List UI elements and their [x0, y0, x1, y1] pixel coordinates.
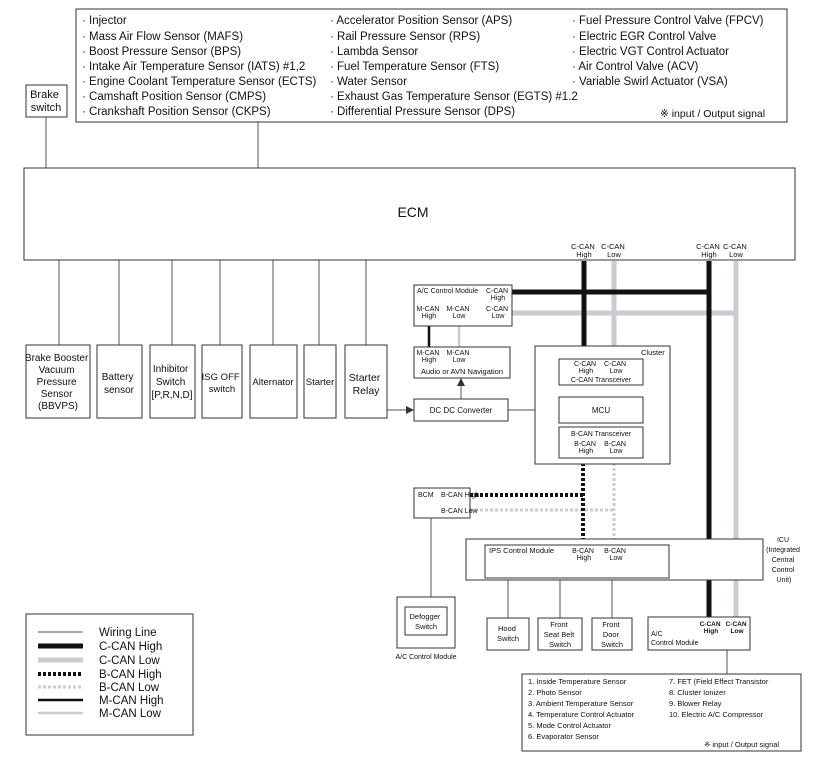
starter-relay-box: Starter Relay	[344, 344, 388, 419]
svg-text:IPS Control Module: IPS Control Module	[489, 546, 554, 555]
bcm-box: BCM B-CAN High B-CAN Low	[413, 487, 479, 519]
svg-text:C-CAN Low: C-CAN Low	[726, 621, 749, 635]
svg-text:C-CAN High: C-CAN High	[700, 621, 723, 635]
ac-control-module-bottom: C-CAN High C-CAN Low A/C Control Module	[647, 616, 751, 651]
svg-text:Cluster: Cluster	[641, 348, 665, 357]
svg-text:Brake switch: Brake switch	[30, 89, 62, 114]
svg-text:M-CAN Low: M-CAN Low	[447, 350, 472, 364]
svg-text:Defogger Switch: Defogger Switch	[410, 612, 443, 631]
icu-label: ICU (Integrated Central Control Unit)	[766, 537, 802, 584]
svg-text:C-CAN High: C-CAN High	[486, 288, 510, 302]
svg-text:B-CAN High: B-CAN High	[574, 441, 598, 455]
svg-text:Audio or AVN Navigation: Audio or AVN Navigation	[421, 367, 503, 376]
svg-text:Hood Switch: Hood Switch	[497, 624, 519, 643]
svg-text:Wiring Line C-CAN High: Wiring Line C-CAN High C-CAN Low B-CAN H…	[99, 627, 167, 720]
svg-text:Alternator: Alternator	[252, 377, 293, 388]
signal-list-note: ※ input / Output signal	[660, 108, 765, 120]
svg-text:BCM: BCM	[418, 492, 434, 499]
audio-avn-box: M-CAN High M-CAN Low Audio or AVN Naviga…	[413, 346, 511, 379]
svg-text:1. Inside Temperature Sensor: 1. Inside Temperature Sensor 2. Photo Se…	[528, 677, 636, 741]
brake-booster-box: Brake Booster Vacuum Pressure Sensor (BB…	[25, 344, 91, 419]
ac-signal-list-box: 1. Inside Temperature Sensor 2. Photo Se…	[521, 673, 802, 752]
ecm-ccan-low-1: C-CAN Low	[601, 242, 627, 259]
svg-text:MCU: MCU	[592, 406, 610, 415]
icu-box: IPS Control Module B-CAN High B-CAN Low …	[465, 537, 802, 584]
svg-text:C-CAN Transceiver: C-CAN Transceiver	[571, 377, 632, 384]
svg-text:Front Door Switch: Front Door Switch	[601, 620, 623, 649]
signal-list-col3: · Fuel Pressure Control Valve (FPCV) · E…	[572, 15, 767, 88]
inhibitor-switch-box: Inhibitor Switch [P,R,N,D]	[149, 344, 196, 419]
svg-text:C-CAN Low: C-CAN Low	[604, 361, 628, 375]
starter-box: Starter	[303, 344, 337, 419]
svg-text:DC DC Converter: DC DC Converter	[430, 406, 493, 415]
legend: Wiring Line C-CAN High C-CAN Low B-CAN H…	[25, 613, 194, 736]
svg-text:B-CAN Low: B-CAN Low	[604, 441, 628, 455]
cluster-box: Cluster C-CAN High C-CAN Low C-CAN Trans…	[534, 345, 671, 465]
svg-text:Front Seat Belt Sw: Front Seat Belt Switch	[544, 620, 577, 649]
ac-control-module-top: A/C Control Module C-CAN High M-CAN High…	[413, 284, 513, 327]
isg-off-switch-box: ISG OFF switch	[201, 344, 243, 419]
signal-list-col1: · Injector · Mass Air Flow Sensor (MAFS)…	[82, 15, 320, 118]
svg-text:Battery sensor: Battery sensor	[102, 372, 136, 396]
ecm-ccan-low-2: C-CAN Low	[723, 242, 749, 259]
svg-text:C-CAN Low: C-CAN Low	[486, 306, 510, 320]
svg-text:※ input / Output signal: ※ input / Output signal	[704, 740, 779, 749]
dc-dc-converter-box: DC DC Converter	[413, 398, 509, 422]
svg-text:B-CAN High: B-CAN High	[441, 492, 479, 499]
signal-list-col2: · Accelerator Position Sensor (APS) · Ra…	[330, 15, 581, 118]
svg-text:Starter: Starter	[306, 377, 335, 388]
svg-text:A/C Control Module: A/C Control Module	[651, 631, 699, 647]
ecm-ccan-high-2: C-CAN High	[696, 242, 722, 259]
signal-list-box: · Injector · Mass Air Flow Sensor (MAFS)…	[75, 8, 788, 123]
ecm-box: ECM C-CAN High C-CAN Low C-CAN High C-CA…	[23, 167, 796, 261]
brake-switch-box: Brake switch	[25, 84, 68, 118]
hood-switch-box: Hood Switch	[486, 617, 530, 651]
front-door-switch-box: Front Door Switch	[591, 617, 633, 651]
svg-text:B-CAN High: B-CAN High	[572, 548, 596, 562]
svg-text:B-CAN Low: B-CAN Low	[441, 508, 479, 515]
defogger-switch-box: Defogger Switch A/C Control Module	[395, 596, 457, 661]
svg-text:Brake Booster Vacuum: Brake Booster Vacuum Pressure Sensor (BB…	[25, 353, 91, 412]
svg-text:C-CAN High: C-CAN High	[574, 361, 598, 375]
svg-text:ISG OFF switch: ISG OFF switch	[202, 372, 243, 395]
svg-text:Inhibitor Switch [: Inhibitor Switch [P,R,N,D]	[152, 364, 193, 401]
svg-text:M-CAN High: M-CAN High	[417, 306, 442, 320]
alternator-box: Alternator	[249, 344, 298, 419]
ecm-ccan-high-1: C-CAN High	[571, 242, 597, 259]
svg-text:B-CAN Low: B-CAN Low	[604, 548, 628, 562]
svg-text:M-CAN Low: M-CAN Low	[447, 306, 472, 320]
svg-text:7. FET (Field Effect Transisto: 7. FET (Field Effect Transistor 8. Clust…	[669, 677, 770, 719]
svg-text:B-CAN Transceiver: B-CAN Transceiver	[571, 431, 632, 438]
svg-text:M-CAN High: M-CAN High	[417, 350, 442, 364]
svg-text:Starter Relay: Starter Relay	[349, 372, 383, 397]
svg-text:A/C Control Module: A/C Control Module	[417, 288, 478, 295]
svg-text:A/C Control Module: A/C Control Module	[395, 654, 456, 661]
battery-sensor-box: Battery sensor	[96, 344, 143, 419]
ecm-label: ECM	[397, 204, 428, 220]
front-seat-belt-switch-box: Front Seat Belt Switch	[537, 617, 583, 651]
